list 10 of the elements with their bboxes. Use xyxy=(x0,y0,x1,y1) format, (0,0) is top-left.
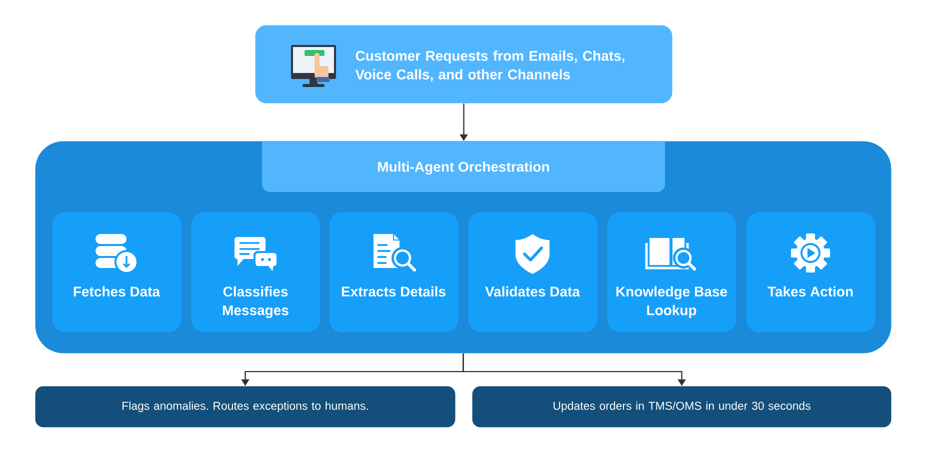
agent-card: Fetches Data xyxy=(52,212,182,332)
agent-card: Validates Data xyxy=(468,212,598,332)
agent-card: Classifies Messages xyxy=(191,212,320,332)
request-box: Customer Requests from Emails, Chats, Voice Calls, and other Channels xyxy=(255,25,672,104)
heading-tab: Multi-Agent Orchestration xyxy=(262,141,666,192)
agent-card: Knowledge Base Lookup xyxy=(607,212,736,332)
agent-card: Takes Action xyxy=(746,212,876,332)
agent-card: Extracts Details xyxy=(329,212,458,332)
result-box: Flags anomalies. Routes exceptions to humans. xyxy=(35,386,456,428)
result-box: Updates orders in TMS/OMS in under 30 seconds xyxy=(472,386,892,428)
